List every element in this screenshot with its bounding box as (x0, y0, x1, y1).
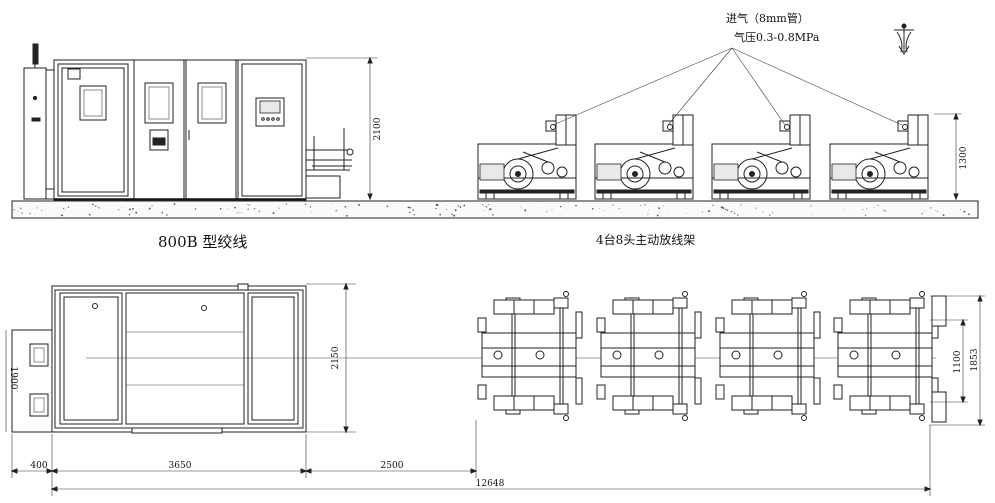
payoff-unit-plan (833, 291, 939, 421)
dim-payoff-depth (930, 294, 985, 427)
air-supply-lines (552, 47, 903, 126)
dim-chain-bottom (10, 420, 932, 496)
dim-2150-label: 2150 (331, 346, 341, 369)
strander-title: 800B 型绞线 (158, 233, 247, 251)
dim-strander-height (306, 56, 378, 201)
dim-12648-label: 12648 (476, 479, 505, 489)
air-inlet-label: 进气（8mm管） (726, 11, 809, 25)
payoff-end-stop (931, 295, 947, 423)
payoff-unit-elevation (477, 114, 577, 200)
dim-1853-label: 1853 (970, 348, 980, 371)
dim-1300-label: 1300 (959, 146, 969, 169)
payoff-unit-plan (477, 291, 583, 421)
dim-2500-label: 2500 (381, 461, 404, 471)
dim-1100-label: 1100 (953, 350, 963, 373)
payoff-unit-elevation (594, 114, 694, 200)
payoff-unit-elevation (711, 114, 811, 200)
air-pressure-label: 气压0.3-0.8MPa (734, 30, 820, 44)
dim-400-label: 400 (30, 461, 47, 471)
strander-elevation (23, 43, 354, 201)
floor-slab (11, 200, 979, 219)
payoff-unit-plan (596, 291, 702, 421)
payoff-elevations (477, 114, 929, 200)
dim-1900-label: 1900 (8, 367, 18, 390)
payoff-title: 4台8头主动放线架 (596, 232, 695, 247)
payoff-unit-elevation (829, 114, 929, 200)
north-arrow-icon (894, 23, 914, 55)
dim-payoff-height (934, 112, 962, 201)
payoff-plans (477, 291, 947, 423)
dim-3650-label: 3650 (169, 461, 192, 471)
payoff-unit-plan (715, 291, 821, 421)
dim-2100-label: 2100 (373, 117, 383, 140)
dim-plan-widths (5, 282, 356, 434)
strander-plan (11, 283, 307, 434)
